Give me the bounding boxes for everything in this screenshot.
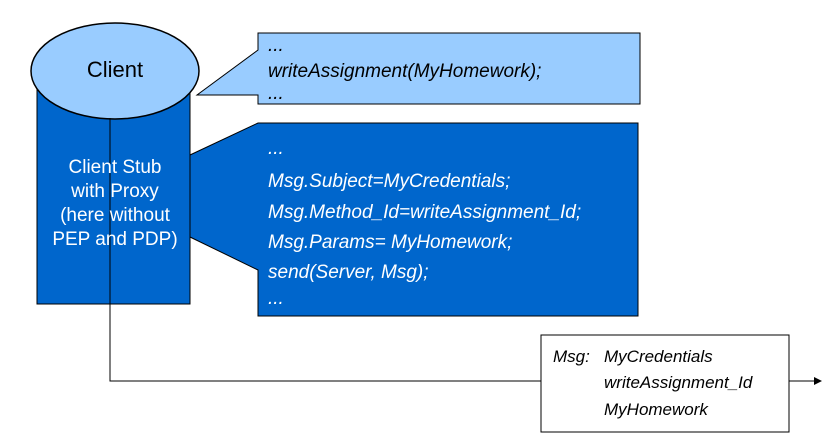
stub-line: with Proxy <box>71 181 159 202</box>
stub-line: PEP and PDP) <box>52 229 178 250</box>
stub-line: (here without <box>60 205 170 226</box>
code-bottom-line: Msg.Subject=MyCredentials; <box>268 171 511 192</box>
code-bottom-line: send(Server, Msg); <box>268 262 429 283</box>
message-box <box>540 334 790 433</box>
arrow-head-icon <box>814 377 822 385</box>
message-field: MyHomework <box>604 400 708 419</box>
message-flow-line <box>109 118 541 382</box>
client-title: Client <box>86 57 144 82</box>
code-top-line: ... <box>268 83 284 104</box>
code-callout-bottom <box>189 122 639 317</box>
message-field: writeAssignment_Id <box>604 373 753 392</box>
code-bottom-line: Msg.Method_Id=writeAssignment_Id; <box>268 202 582 223</box>
code-top-line: writeAssignment(MyHomework); <box>268 61 542 82</box>
message-prefix: Msg: <box>553 347 590 366</box>
message-field: MyCredentials <box>604 347 713 366</box>
code-bottom-line: ... <box>268 138 284 159</box>
code-bottom-line: ... <box>268 288 284 309</box>
code-bottom-line: Msg.Params= MyHomework; <box>268 232 513 253</box>
stub-line: Client Stub <box>68 157 162 178</box>
client-stub-label: Client Stub with Proxy (here without PEP… <box>40 156 190 252</box>
code-top-line: ... <box>268 35 284 56</box>
client-ellipse <box>30 22 200 120</box>
code-callout-top <box>195 32 641 105</box>
